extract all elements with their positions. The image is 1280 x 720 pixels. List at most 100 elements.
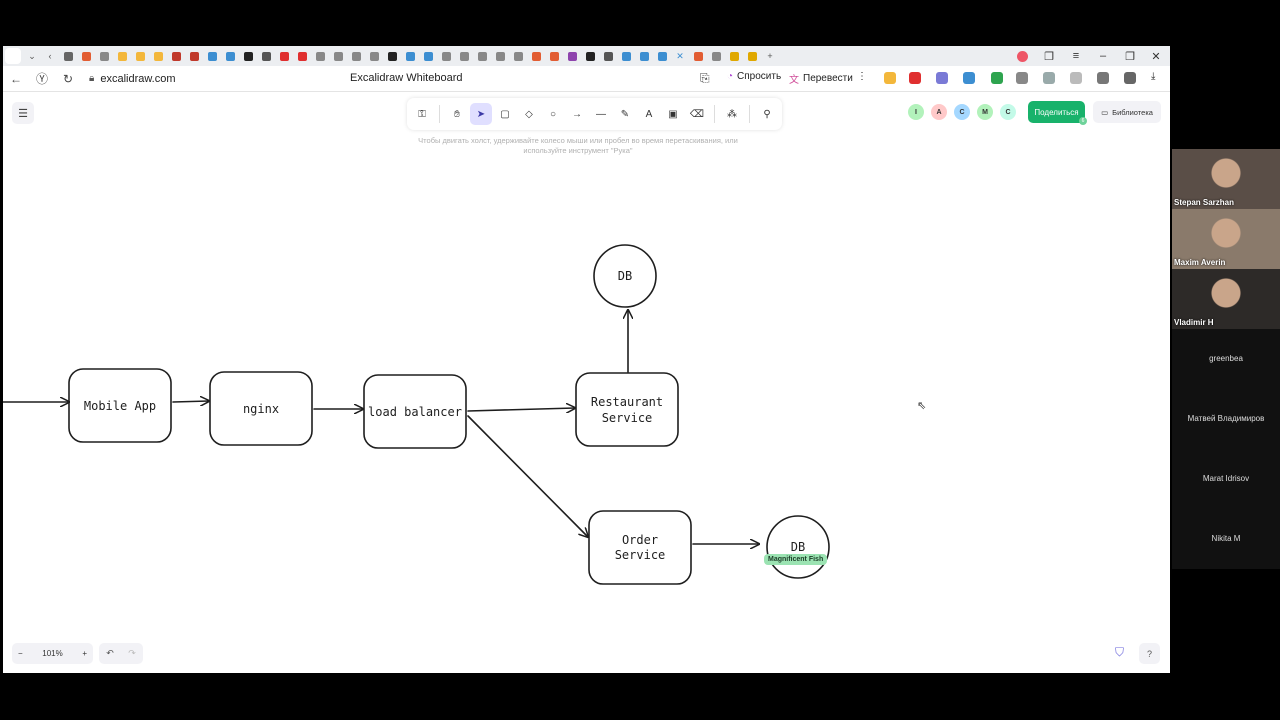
profile-icon[interactable] — [1009, 46, 1035, 66]
tab-icon[interactable] — [581, 46, 599, 66]
zoom-out-button[interactable]: − — [18, 649, 23, 658]
tab-icon[interactable] — [383, 46, 401, 66]
tab-icon[interactable] — [617, 46, 635, 66]
tab-icon[interactable] — [257, 46, 275, 66]
back-arrow-icon[interactable]: ← — [10, 71, 22, 86]
extension-icon[interactable] — [884, 72, 896, 84]
participant-tile[interactable]: Матвей Владимиров — [1172, 389, 1280, 449]
extension-icon[interactable] — [1124, 72, 1136, 84]
tab-icon[interactable] — [77, 46, 95, 66]
tab-icon[interactable] — [725, 46, 743, 66]
tab-icon[interactable] — [275, 46, 293, 66]
node-order-service[interactable] — [588, 510, 692, 585]
rectangle-tool-icon[interactable]: ▢ — [500, 108, 510, 120]
minimize-icon[interactable]: – — [1099, 50, 1107, 62]
collaborator-avatar[interactable]: A — [931, 104, 947, 120]
tab-icon[interactable] — [293, 46, 311, 66]
tab-icon[interactable] — [473, 46, 491, 66]
close-tab-icon[interactable]: ✕ — [676, 50, 684, 61]
undo-icon[interactable]: ↶ — [106, 648, 114, 658]
collaborator-avatar[interactable]: C — [1000, 104, 1016, 120]
reload-icon[interactable]: ↻ — [62, 71, 74, 86]
tab-icon[interactable] — [563, 46, 581, 66]
node-load-balancer[interactable] — [363, 374, 467, 449]
tab-icon[interactable] — [185, 46, 203, 66]
tab-icon[interactable] — [707, 46, 725, 66]
node-db-bottom[interactable] — [766, 515, 830, 579]
tab-icon[interactable] — [545, 46, 563, 66]
participant-tile[interactable]: Marat Idrisov — [1172, 449, 1280, 509]
url-field[interactable]: 🔒︎ excalidraw.com — [89, 73, 329, 85]
excalidraw-canvas[interactable]: Mobile App nginx load balancer Restauran… — [3, 92, 1170, 673]
active-tab[interactable] — [5, 48, 21, 64]
tab-icon[interactable] — [239, 46, 257, 66]
text-tool-icon[interactable]: A — [645, 108, 653, 120]
more-icon[interactable]: ⋮ — [857, 71, 867, 82]
extension-icon[interactable] — [963, 72, 975, 84]
download-icon[interactable]: ⤓ — [1151, 71, 1156, 82]
shield-icon[interactable]: ⛉ — [1115, 645, 1125, 659]
tab-icon[interactable] — [491, 46, 509, 66]
notifications-icon[interactable]: ≡ — [1072, 50, 1080, 62]
line-tool-icon[interactable]: — — [596, 108, 606, 120]
tab-icon[interactable] — [113, 46, 131, 66]
arrow-load-balancer-to-restaurant[interactable] — [467, 408, 575, 411]
new-tab-plus-icon[interactable]: + — [767, 51, 773, 61]
laser-pointer-icon[interactable]: ⚲ — [763, 108, 771, 120]
lock-tool-icon[interactable]: ⚿ — [418, 108, 426, 120]
participant-tile[interactable]: Maxim Averin — [1172, 209, 1280, 269]
participant-tile[interactable]: Stepan Sarzhan — [1172, 149, 1280, 209]
tab-icon[interactable] — [347, 46, 365, 66]
tab-icon[interactable] — [509, 46, 527, 66]
diamond-tool-icon[interactable]: ◇ — [525, 108, 533, 120]
tab-icon[interactable] — [437, 46, 455, 66]
tab-icon[interactable] — [149, 46, 167, 66]
tab-icon[interactable] — [131, 46, 149, 66]
tab-icon[interactable] — [167, 46, 185, 66]
hand-tool-icon[interactable]: ✋︎ — [454, 108, 460, 120]
ellipse-tool-icon[interactable]: ○ — [549, 108, 557, 120]
extra-tools-icon[interactable]: ⁂ — [727, 108, 737, 120]
arrow-load-balancer-to-order[interactable] — [467, 415, 588, 537]
tab-icon[interactable] — [455, 46, 473, 66]
extension-icon[interactable] — [936, 72, 948, 84]
extension-icon[interactable] — [1070, 72, 1082, 84]
back-tabs-icon[interactable]: ‹ — [48, 51, 52, 61]
tab-icon[interactable] — [689, 46, 707, 66]
participant-tile[interactable]: greenbea — [1172, 329, 1280, 389]
tab-icon[interactable] — [527, 46, 545, 66]
tab-icon[interactable] — [311, 46, 329, 66]
selection-tool-icon[interactable]: ➤ — [470, 103, 492, 125]
collaborator-avatar[interactable]: C — [954, 104, 970, 120]
extension-icon[interactable] — [1043, 72, 1055, 84]
node-restaurant-service[interactable] — [575, 372, 679, 447]
tab-icon[interactable] — [59, 46, 77, 66]
bookmark-icon[interactable]: ⎘ — [700, 71, 710, 85]
node-nginx[interactable] — [209, 371, 313, 446]
extension-icon[interactable] — [1016, 72, 1028, 84]
node-mobile-app[interactable] — [68, 368, 172, 443]
ask-button[interactable]: ◔Спросить — [727, 71, 782, 82]
tab-icon[interactable] — [329, 46, 347, 66]
main-menu-button[interactable]: ☰ — [12, 102, 34, 124]
collaborator-avatar[interactable]: M — [977, 104, 993, 120]
redo-icon[interactable]: ↷ — [128, 648, 136, 658]
tab-icon[interactable] — [653, 46, 671, 66]
tab-icon[interactable] — [743, 46, 761, 66]
library-button[interactable]: ▭Библиотека — [1093, 101, 1161, 123]
extension-icon[interactable] — [991, 72, 1003, 84]
tab-icon[interactable] — [599, 46, 617, 66]
arrow-mobile-app-to-nginx[interactable] — [172, 401, 209, 402]
zoom-level[interactable]: 101% — [42, 649, 63, 658]
tab-icon[interactable] — [419, 46, 437, 66]
tab-icon[interactable] — [221, 46, 239, 66]
tab-icon[interactable] — [95, 46, 113, 66]
extension-icon[interactable] — [1097, 72, 1109, 84]
pencil-tool-icon[interactable]: ✎ — [620, 108, 630, 120]
tab-icon[interactable] — [203, 46, 221, 66]
collections-icon[interactable]: ❐ — [1044, 50, 1054, 63]
share-button[interactable]: Поделиться — [1028, 101, 1085, 123]
zoom-in-button[interactable]: + — [82, 649, 87, 658]
tab-list-chevron-icon[interactable]: ⌄ — [28, 50, 36, 61]
